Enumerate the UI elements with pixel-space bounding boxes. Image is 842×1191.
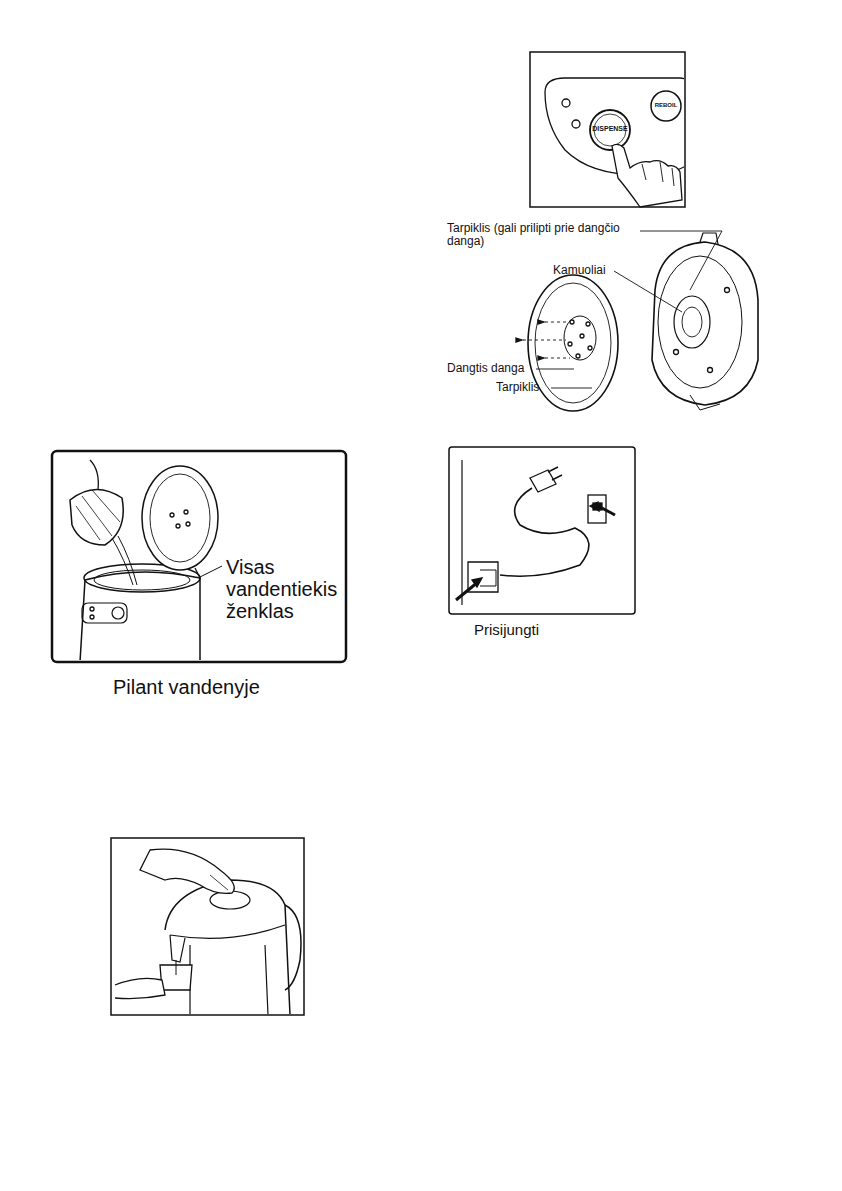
dispense-figure: [111, 838, 304, 1015]
part-name: Tarpiklis (gali prilipti prie dangčio da…: [447, 222, 637, 248]
filling-figure: [52, 451, 346, 662]
plug-figure: [449, 447, 635, 614]
button-label: DISPENSE: [590, 125, 630, 133]
lid-figure: [516, 231, 758, 411]
part-name: Visas vandentiekis ženklas: [226, 556, 342, 622]
button-figure: [530, 52, 700, 207]
part-name: Dangtis danga: [447, 362, 537, 375]
figure-caption: Pilant vandenyje: [113, 676, 313, 698]
part-name: Kamuoliai: [553, 264, 623, 277]
button-label: REBOIL: [651, 102, 681, 109]
figure-caption: Prisijungti: [474, 622, 594, 639]
part-name: Tarpiklis: [496, 381, 556, 394]
